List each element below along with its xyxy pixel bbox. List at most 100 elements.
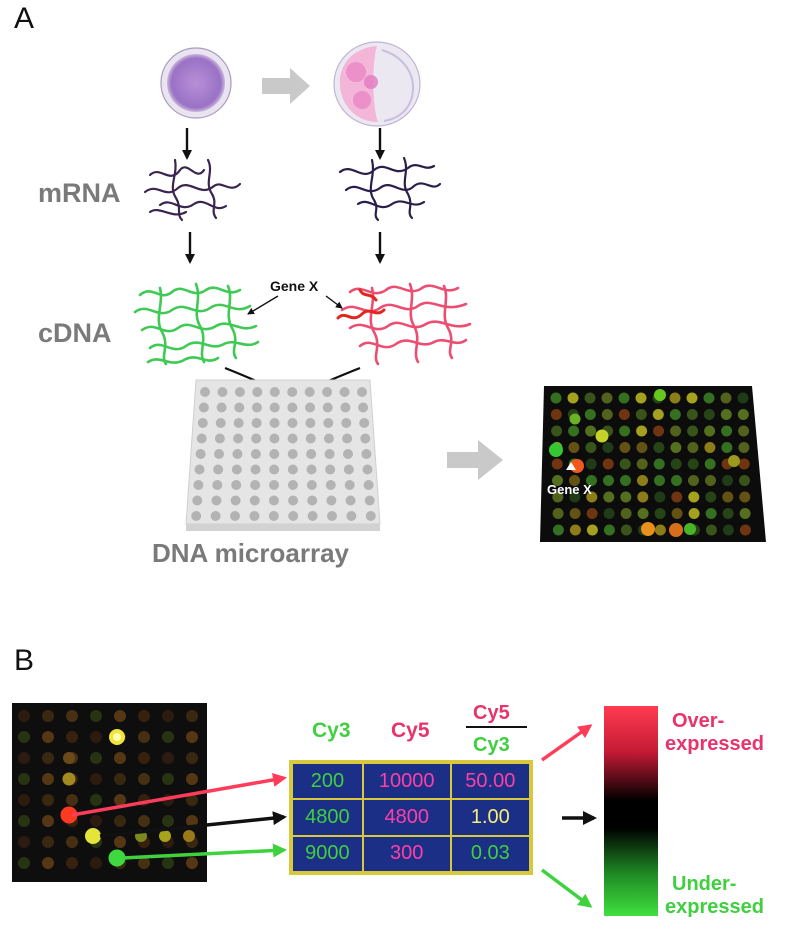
yellow-spot xyxy=(62,772,76,786)
array-spot xyxy=(722,524,734,536)
zoom-spot xyxy=(18,794,30,806)
slide-spot xyxy=(324,449,335,459)
slide-spot xyxy=(364,495,375,506)
zoom-spot xyxy=(42,710,54,722)
gray-arrow-cells xyxy=(262,68,310,104)
slide-spot xyxy=(192,495,203,506)
array-spot xyxy=(703,392,715,404)
mrna-right xyxy=(338,156,442,222)
header-cy3: Cy3 xyxy=(312,719,351,742)
over-expressed-label: Over- expressed xyxy=(665,710,764,756)
zoom-spot xyxy=(42,815,54,827)
slide-spot xyxy=(342,449,353,459)
slide-spot xyxy=(250,480,261,490)
array-spot xyxy=(670,458,682,470)
table-row: 9000 300 0.03 xyxy=(291,834,532,874)
slide-spot xyxy=(269,418,280,428)
gene-x-pointers xyxy=(247,295,343,315)
slide-spot xyxy=(287,433,298,444)
cell-cy3: 200 xyxy=(291,761,364,801)
cdna-green xyxy=(133,282,260,366)
array-spot xyxy=(567,392,579,404)
array-spot xyxy=(705,524,717,536)
slide-spot xyxy=(305,433,316,444)
array-spot xyxy=(603,475,614,486)
gene-x-array-label: Gene X xyxy=(547,482,592,497)
header-cy5: Cy5 xyxy=(391,719,430,742)
array-spot xyxy=(688,508,700,519)
slide-spot xyxy=(359,418,370,428)
zoom-spot xyxy=(186,752,198,764)
yellow-spot xyxy=(728,455,740,467)
zoom-spot xyxy=(186,773,198,785)
array-spot xyxy=(669,409,681,420)
array-spot xyxy=(739,475,750,486)
arrows-to-cdna xyxy=(185,232,385,264)
zoom-spot xyxy=(42,794,54,806)
cell-cy5: 10000 xyxy=(361,761,452,801)
slide-spot xyxy=(269,480,280,490)
microarray-label: DNA microarray xyxy=(152,538,350,568)
slide-spot xyxy=(191,511,202,521)
array-spot xyxy=(687,442,699,453)
yellow-spot xyxy=(595,429,609,443)
slide-spot xyxy=(193,480,204,490)
zoom-spot xyxy=(90,752,102,764)
slide-spot xyxy=(325,464,336,475)
slide-spot xyxy=(200,387,210,397)
array-spot xyxy=(688,475,699,486)
panel-a-letter: A xyxy=(14,2,35,35)
array-spot xyxy=(654,475,665,486)
normal-cell xyxy=(160,47,232,119)
array-spot xyxy=(720,392,732,404)
array-spot xyxy=(653,442,665,453)
zoom-spot xyxy=(42,752,54,764)
slide-spot xyxy=(213,464,224,475)
array-spot xyxy=(670,442,682,453)
array-spot xyxy=(551,458,563,470)
slide-spot xyxy=(343,464,354,475)
zoom-spot xyxy=(90,731,102,743)
slide-spot xyxy=(252,387,263,397)
array-spot xyxy=(618,409,630,420)
array-spot xyxy=(619,458,631,470)
array-spot xyxy=(618,392,630,404)
slide-spot xyxy=(363,480,374,490)
array-spot xyxy=(705,475,716,486)
array-spot xyxy=(568,442,580,453)
under-line2: expressed xyxy=(665,896,764,918)
array-spot xyxy=(687,425,699,437)
microarray-slide xyxy=(185,379,381,531)
orange-spot xyxy=(641,522,655,536)
zoom-spot xyxy=(18,815,30,827)
zoom-spot xyxy=(162,710,174,722)
diseased-cell xyxy=(333,41,421,127)
cell-cy5: 4800 xyxy=(361,798,452,837)
zoom-spot xyxy=(42,731,54,743)
slide-spot xyxy=(287,480,298,490)
slide-spot xyxy=(287,464,298,475)
array-spot xyxy=(738,458,750,470)
slide-spot xyxy=(346,511,357,521)
table-row: 200 10000 50.00 xyxy=(291,761,532,801)
slide-spot xyxy=(362,464,373,475)
array-spot xyxy=(671,475,682,486)
slide-spot xyxy=(344,480,355,490)
array-spot xyxy=(722,508,734,519)
array-spot xyxy=(568,425,580,437)
slide-spot xyxy=(233,418,244,428)
zoom-spot xyxy=(162,815,174,827)
slide-spot xyxy=(196,433,207,444)
panel-b-letter: B xyxy=(14,644,35,677)
slide-spot xyxy=(234,387,245,397)
slide-spot xyxy=(340,402,351,413)
zoom-spot xyxy=(90,815,102,827)
array-spot xyxy=(705,508,717,519)
slide-spot xyxy=(250,449,261,459)
cell-cy3: 4800 xyxy=(291,798,364,837)
zoom-spot xyxy=(18,836,30,848)
zoom-spot xyxy=(186,815,198,827)
zoomed-array-image xyxy=(12,703,207,882)
mrna-left xyxy=(143,158,242,222)
